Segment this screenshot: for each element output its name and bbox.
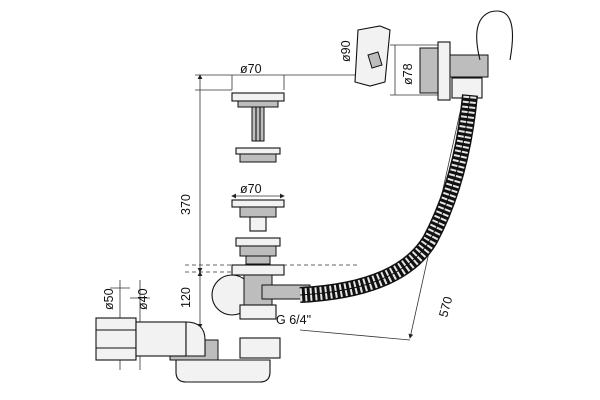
dim-d40: ø40 — [136, 288, 150, 310]
middle-plug-assembly — [231, 199, 285, 265]
outlet-pipe — [95, 317, 206, 361]
dim-d50: ø50 — [102, 288, 116, 310]
dim-d70-mid: ø70 — [240, 182, 262, 196]
overflow-housing — [419, 41, 489, 101]
dim-h120: 120 — [179, 287, 193, 308]
overflow-cover — [354, 25, 391, 87]
dim-l570: 570 — [436, 295, 455, 319]
dim-thread: G 6/4" — [276, 313, 311, 327]
dim-d90: ø90 — [339, 40, 353, 62]
bowden-cable — [476, 10, 514, 61]
dim-h370: 370 — [179, 194, 193, 215]
top-strainer-cap — [231, 92, 285, 163]
dim-d78: ø78 — [401, 63, 415, 85]
dim-d70-top: ø70 — [240, 62, 262, 76]
corrugated-overflow-hose — [299, 94, 478, 303]
